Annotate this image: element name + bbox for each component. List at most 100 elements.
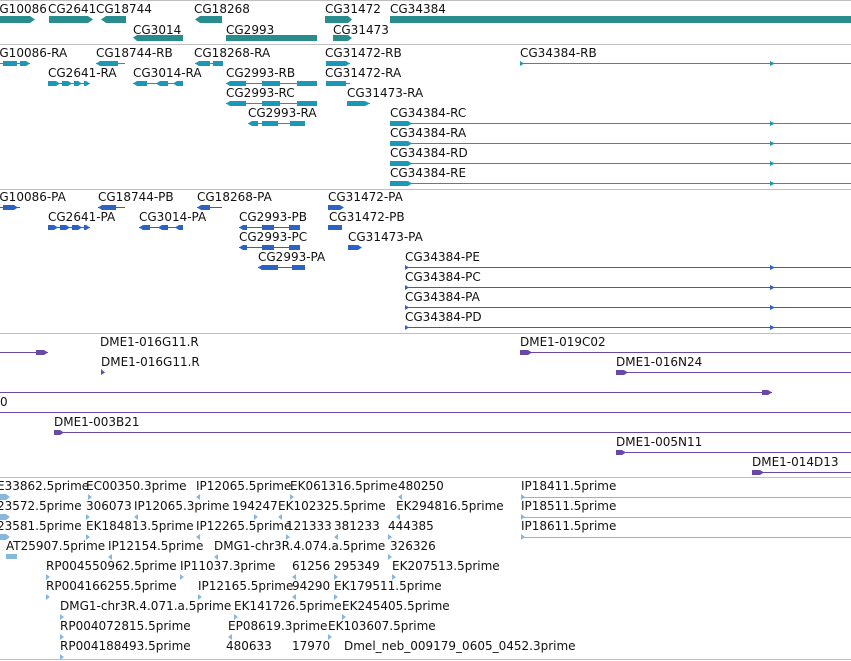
protein-segment[interactable] <box>348 245 362 250</box>
protein-label[interactable]: CG18268-PA <box>197 190 272 204</box>
gene-label[interactable]: CG31473 <box>333 23 389 37</box>
est-read[interactable] <box>196 534 200 540</box>
est-read[interactable] <box>292 574 296 580</box>
est-read[interactable] <box>6 554 17 559</box>
mrna-exon[interactable] <box>408 181 412 186</box>
mrna-exon[interactable] <box>248 121 258 126</box>
clone-label[interactable]: DME1-016N24 <box>616 355 703 369</box>
est-label[interactable]: EK207513.5prime <box>392 559 500 573</box>
protein-segment[interactable] <box>292 265 305 270</box>
mrna-exon[interactable] <box>290 121 305 126</box>
mrna-exon[interactable] <box>408 141 412 146</box>
gene-bar[interactable] <box>133 35 183 41</box>
protein-segment[interactable] <box>258 265 268 270</box>
gene-bar[interactable] <box>226 35 317 41</box>
est-label[interactable]: IP18411.5prime <box>521 479 617 493</box>
mrna-exon[interactable] <box>326 81 346 86</box>
mrna-exon[interactable] <box>390 121 408 126</box>
est-label[interactable]: IP12165.5prime <box>198 579 294 593</box>
protein-label[interactable]: CG31472-PB <box>329 210 405 224</box>
est-label[interactable]: 94290 <box>292 579 331 593</box>
est-read[interactable] <box>292 594 296 600</box>
est-label[interactable]: EK103607.5prime <box>328 619 436 633</box>
est-read[interactable] <box>86 534 90 540</box>
gene-label[interactable]: CG2641 <box>48 2 97 16</box>
est-read[interactable] <box>198 594 202 600</box>
est-read[interactable] <box>398 494 402 500</box>
mrna-exon[interactable] <box>347 101 365 106</box>
est-label[interactable]: RP004188493.5prime <box>60 639 191 653</box>
est-label[interactable]: IP12065.5prime <box>196 479 292 493</box>
clone-end[interactable] <box>54 430 64 435</box>
clone-end[interactable] <box>101 369 105 375</box>
protein-label[interactable]: CG34384-PD <box>405 310 482 324</box>
mrna-label[interactable]: CG18268-RA <box>194 46 271 60</box>
est-label[interactable]: 23581.5prime <box>0 519 82 533</box>
gene-label[interactable]: CG2993 <box>226 23 275 37</box>
protein-segment[interactable] <box>239 245 247 250</box>
est-label[interactable]: EK294816.5prime <box>396 499 504 513</box>
protein-label[interactable]: CG18744-PB <box>98 190 174 204</box>
protein-segment[interactable] <box>175 225 183 230</box>
est-read[interactable] <box>234 614 238 620</box>
mrna-exon[interactable] <box>96 61 118 66</box>
clone-label[interactable]: 0 <box>0 395 8 409</box>
protein-segment[interactable] <box>197 205 210 210</box>
mrna-exon[interactable] <box>297 81 317 86</box>
est-label[interactable]: DMG1-chr3R.4.074.a.5prime <box>214 539 386 553</box>
est-label[interactable]: EK245405.5prime <box>342 599 450 613</box>
protein-label[interactable]: CG31473-PA <box>348 230 423 244</box>
mrna-exon[interactable] <box>3 61 17 66</box>
protein-segment[interactable] <box>405 265 409 270</box>
est-label[interactable]: 306073 <box>86 499 132 513</box>
est-label[interactable]: 17970 <box>292 639 331 653</box>
protein-segment[interactable] <box>405 305 409 310</box>
est-read[interactable] <box>0 514 10 520</box>
protein-label[interactable]: CG2993-PC <box>239 230 308 244</box>
clone-end[interactable] <box>752 470 764 475</box>
est-label[interactable]: 480250 <box>398 479 444 493</box>
mrna-exon[interactable] <box>173 81 183 86</box>
mrna-exon[interactable] <box>770 61 775 66</box>
protein-segment[interactable] <box>328 205 344 210</box>
est-label[interactable]: 61256 <box>292 559 331 573</box>
protein-segment[interactable] <box>405 285 409 290</box>
est-read[interactable] <box>254 514 258 520</box>
mrna-exon[interactable] <box>195 61 210 66</box>
mrna-label[interactable]: CG18744-RB <box>96 46 173 60</box>
est-label[interactable]: EC00350.3prime <box>86 479 187 493</box>
clone-label[interactable]: DME1-005N11 <box>616 435 703 449</box>
est-label[interactable]: 480633 <box>226 639 272 653</box>
gene-label[interactable]: CG18744 <box>96 2 152 16</box>
clone-end[interactable] <box>762 390 772 395</box>
mrna-exon[interactable] <box>62 81 72 86</box>
est-label[interactable]: EK141726.5prime <box>234 599 342 613</box>
est-label[interactable]: 295349 <box>334 559 380 573</box>
protein-segment[interactable] <box>84 225 90 230</box>
est-read[interactable] <box>334 594 338 600</box>
gene-label[interactable]: CG3014 <box>133 23 182 37</box>
clone-end[interactable] <box>520 350 532 355</box>
gene-label[interactable]: CG34384 <box>390 2 446 16</box>
est-read[interactable] <box>86 514 90 520</box>
gene-bar[interactable] <box>333 35 352 41</box>
est-label[interactable]: RP004072815.5prime <box>60 619 191 633</box>
est-label[interactable]: EK061316.5prime <box>290 479 398 493</box>
protein-segment[interactable] <box>770 325 775 330</box>
protein-segment[interactable] <box>289 245 300 250</box>
mrna-exon[interactable] <box>213 61 223 66</box>
est-read[interactable] <box>388 534 392 540</box>
est-read[interactable] <box>388 554 392 560</box>
est-read[interactable] <box>0 534 10 540</box>
gene-label[interactable]: CG10086 <box>0 2 47 16</box>
est-read[interactable] <box>334 534 338 540</box>
est-read[interactable] <box>396 514 400 520</box>
est-read[interactable] <box>521 514 525 520</box>
mrna-label[interactable]: CG31472-RB <box>325 46 402 60</box>
mrna-label[interactable]: CG2641-RA <box>48 66 117 80</box>
protein-segment[interactable] <box>158 225 168 230</box>
mrna-exon[interactable] <box>770 181 775 186</box>
est-label[interactable]: EP08619.3prime <box>228 619 328 633</box>
mrna-exon[interactable] <box>520 61 524 66</box>
mrna-label[interactable]: CG31472-RA <box>325 66 402 80</box>
